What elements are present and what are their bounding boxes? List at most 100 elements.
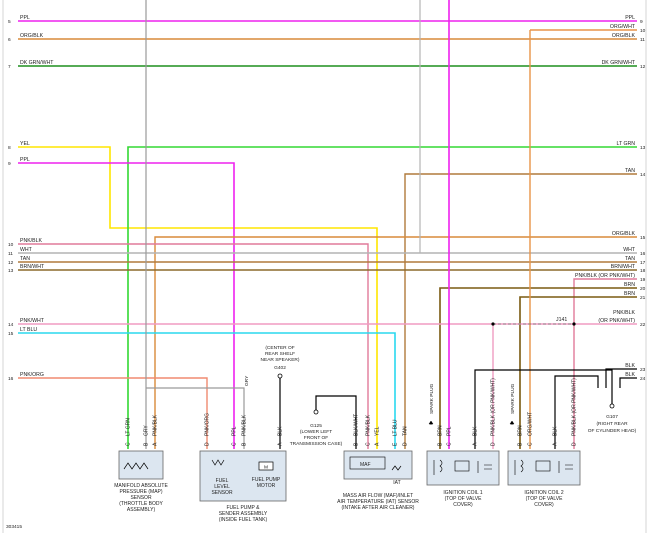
wire-lt-blu — [18, 332, 396, 449]
right-wire-number: 24 — [640, 376, 646, 382]
right-wire-label: PNK/BLK — [613, 310, 635, 316]
right-wire-number: 16 — [640, 251, 646, 257]
pin-wire-label: GRY — [144, 425, 150, 436]
pin-wire-label: PNK/BLK — [366, 414, 372, 436]
fuel-pump-assembly: M FUEL LEVEL SENSOR FUEL PUMP MOTOR FUEL… — [199, 375, 287, 523]
svg-text:MANIFOLD ABSOLUTE: MANIFOLD ABSOLUTE — [114, 483, 168, 489]
right-wire-label: ORG/WHT — [610, 24, 636, 30]
pin-letter: A — [473, 442, 479, 446]
pin-wire-label: YEL — [375, 426, 381, 436]
right-wire-number: 12 — [640, 64, 646, 70]
svg-text:(LOWER LEFT: (LOWER LEFT — [300, 429, 332, 435]
left-wire-label: PPL — [20, 157, 30, 163]
left-wire-number: 15 — [8, 331, 14, 337]
right-wire-label: PPL — [625, 15, 635, 21]
svg-text:SENSOR: SENSOR — [211, 490, 233, 496]
svg-text:PRESSURE (MAP): PRESSURE (MAP) — [119, 489, 162, 495]
pin-letter: A — [278, 442, 284, 446]
pin-letter: E — [393, 442, 399, 446]
right-wire-label: BLK — [625, 372, 635, 378]
ground-g402: (CENTER OF REAR SHELF NEAR SPEAKER) G402 — [261, 345, 300, 379]
pin-letter: C — [126, 442, 132, 446]
left-wire-label: WHT — [20, 247, 33, 253]
pin-letter: C — [447, 442, 453, 446]
wire-yel — [18, 146, 378, 449]
right-wire-number: 9 — [640, 19, 643, 25]
left-wire-number: 13 — [8, 268, 14, 274]
splice-dot — [491, 322, 495, 326]
pin-wire-label: BRN — [438, 425, 444, 436]
svg-text:FRONT OF: FRONT OF — [304, 435, 328, 441]
right-wire-number: 20 — [640, 286, 646, 292]
left-wire-number: 7 — [8, 64, 11, 70]
svg-text:FUEL PUMP: FUEL PUMP — [252, 477, 281, 483]
pin-wire-label: PNK/BLK — [153, 414, 159, 436]
right-wire-label: TAN — [625, 168, 635, 174]
wire-blk-coil2 — [554, 375, 599, 449]
wire-tan-right — [404, 173, 637, 449]
svg-text:TRANSMISSION CASE): TRANSMISSION CASE) — [290, 441, 343, 447]
pin-wire-label: PNK/BLK (OR PNK/WHT) — [572, 378, 578, 436]
pin-letter: B — [144, 442, 150, 446]
wire-pnk-blk — [18, 243, 369, 449]
svg-text:FUEL PUMP &: FUEL PUMP & — [226, 505, 260, 511]
svg-text:REAR SHELF: REAR SHELF — [265, 351, 295, 357]
pin-letter: C — [232, 442, 238, 446]
right-wire-number: 19 — [640, 277, 646, 283]
right-wire-label: PNK/BLK (OR PNK/WHT) — [575, 273, 635, 279]
pin-wire-label: BLK — [553, 426, 559, 436]
svg-text:(INSIDE FUEL TANK): (INSIDE FUEL TANK) — [219, 517, 268, 523]
svg-text:(INTAKE AFTER AIR CLEANER): (INTAKE AFTER AIR CLEANER) — [342, 505, 415, 511]
right-wire-number: 14 — [640, 172, 646, 178]
left-wire-label: TAN — [20, 256, 30, 262]
connector-pin-labels: CLT GRNBGRYAPNK/BLKDPNK/ORGCPPLBPNK/BLKA… — [126, 378, 578, 446]
pin-wire-label: BLK — [473, 426, 479, 436]
svg-text:COVER): COVER) — [534, 502, 554, 508]
wire-brn-coil1 — [439, 287, 637, 449]
wire-pnk-blk-right — [573, 278, 637, 449]
right-wire-number: 21 — [640, 295, 646, 301]
right-wire-label: BRN — [624, 282, 635, 288]
svg-text:MASS AIR FLOW (MAF)/INLET: MASS AIR FLOW (MAF)/INLET — [343, 493, 413, 499]
pin-letter: D — [205, 442, 211, 446]
right-wire-label: ORG/BLK — [612, 33, 636, 39]
wire-blk-g125 — [315, 395, 357, 449]
wire-gry-to-fuel — [146, 387, 245, 449]
ignition-coil-1: IGNITION COIL 1 (TOP OF VALVE COVER) SPA… — [426, 383, 500, 508]
svg-text:(TOP OF VALVE: (TOP OF VALVE — [526, 496, 564, 502]
pin-wire-label: PPL — [447, 426, 453, 436]
pin-letter: B — [518, 442, 524, 446]
right-wire-label: DK GRN/WHT — [602, 60, 636, 66]
left-wire-label: ORG/BLK — [20, 33, 44, 39]
pin-letter: A — [153, 442, 159, 446]
right-wire-number: 17 — [640, 260, 646, 266]
splice-label: J141 — [556, 317, 567, 323]
right-wire-number: 10 — [640, 28, 646, 34]
svg-text:IAT: IAT — [393, 480, 400, 486]
right-wire-number: 15 — [640, 235, 646, 241]
svg-text:(CENTER OF: (CENTER OF — [265, 345, 294, 351]
svg-text:(RIGHT REAR: (RIGHT REAR — [596, 421, 628, 427]
ground-g107: G107 (RIGHT REAR OF CYLINDER HEAD) — [588, 403, 637, 434]
right-wire-number: 18 — [640, 268, 646, 274]
left-wire-label: YEL — [20, 141, 30, 147]
right-wire-label: ORG/BLK — [612, 231, 636, 237]
right-wire-label: BRN — [624, 291, 635, 297]
svg-text:IGNITION COIL 1: IGNITION COIL 1 — [443, 490, 482, 496]
pin-letter: B — [242, 442, 248, 446]
pin-wire-label: ORG/WHT — [528, 412, 534, 436]
pin-wire-label: BLK — [278, 426, 284, 436]
right-wire-label: BLK — [625, 363, 635, 369]
wire-lt-grn — [127, 146, 637, 449]
map-sensor: MANIFOLD ABSOLUTE PRESSURE (MAP) SENSOR … — [114, 450, 168, 513]
right-wire-number: 23 — [640, 367, 646, 373]
left-wire-label: PNK/BLK — [20, 238, 42, 244]
left-wire-label: PNK/ORG — [20, 372, 44, 378]
left-wire-label: PPL — [20, 15, 30, 21]
left-wire-number: 5 — [8, 19, 11, 25]
wire-blk-23 — [605, 368, 637, 388]
pin-wire-label: PNK/BLK (OR PNK/WHT) — [491, 378, 497, 436]
diagram-id: 303415 — [6, 524, 22, 530]
